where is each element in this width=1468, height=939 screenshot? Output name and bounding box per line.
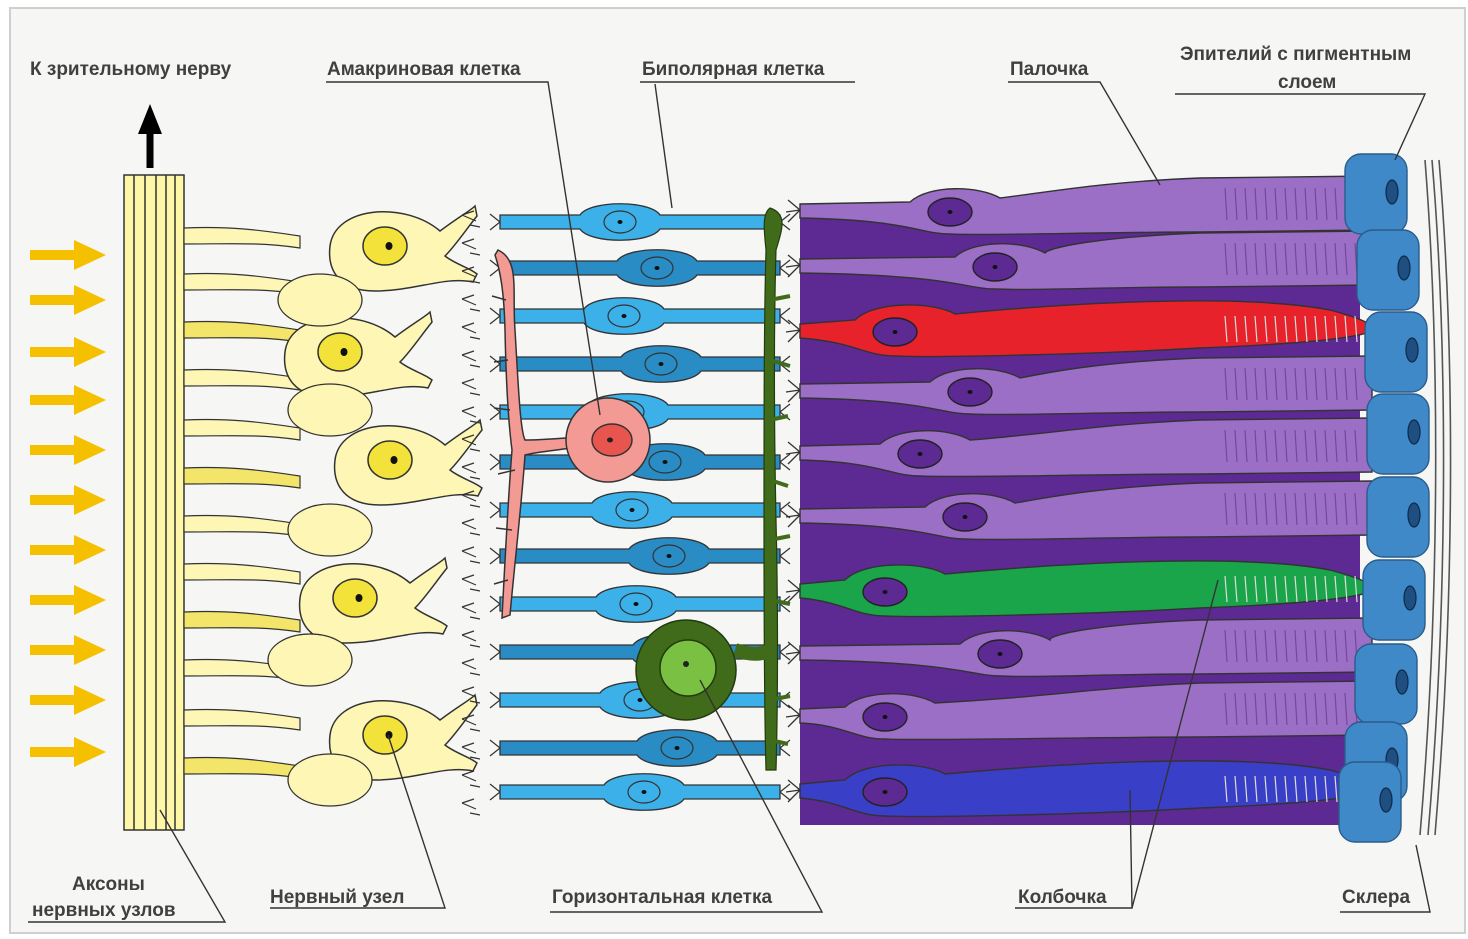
photoreceptor-layer xyxy=(786,176,1375,825)
pigment-epithelium-cell xyxy=(1365,312,1427,392)
label-axons-line1: Аксоны xyxy=(72,874,145,895)
label-bipolar-cell: Биполярная клетка xyxy=(642,59,825,80)
ganglion-cell-back xyxy=(288,504,372,556)
pigment-epithelium-cell xyxy=(1357,230,1419,310)
pigment-epithelium-cell xyxy=(1355,644,1417,724)
ganglion-axon-bundle xyxy=(124,175,184,830)
pigment-epithelium-cell xyxy=(1367,394,1429,474)
pigment-epithelium-cell xyxy=(1367,477,1429,557)
label-axons-line2: нервных узлов xyxy=(32,900,176,921)
label-pigment-epithelium-line1: Эпителий с пигментным xyxy=(1180,44,1411,65)
label-horizontal-cell: Горизонтальная клетка xyxy=(552,887,772,908)
ganglion-cell-back xyxy=(288,754,372,806)
label-pigment-epithelium-line2: слоем xyxy=(1278,72,1336,93)
label-to-optic-nerve: К зрительному нерву xyxy=(30,59,232,80)
ganglion-cell-back xyxy=(278,274,362,326)
label-rod: Палочка xyxy=(1010,59,1089,80)
label-cone: Колбочка xyxy=(1018,887,1107,908)
pigment-epithelium-cell xyxy=(1345,154,1407,234)
label-ganglion: Нервный узел xyxy=(270,887,404,908)
ganglion-cell-back xyxy=(268,634,352,686)
pigment-epithelium-cell xyxy=(1363,560,1425,640)
ganglion-cell-back xyxy=(288,384,372,436)
label-amacrine-cell: Амакриновая клетка xyxy=(327,59,521,80)
label-sclera: Склера xyxy=(1342,887,1410,908)
pigment-epithelium-cell xyxy=(1339,762,1401,842)
